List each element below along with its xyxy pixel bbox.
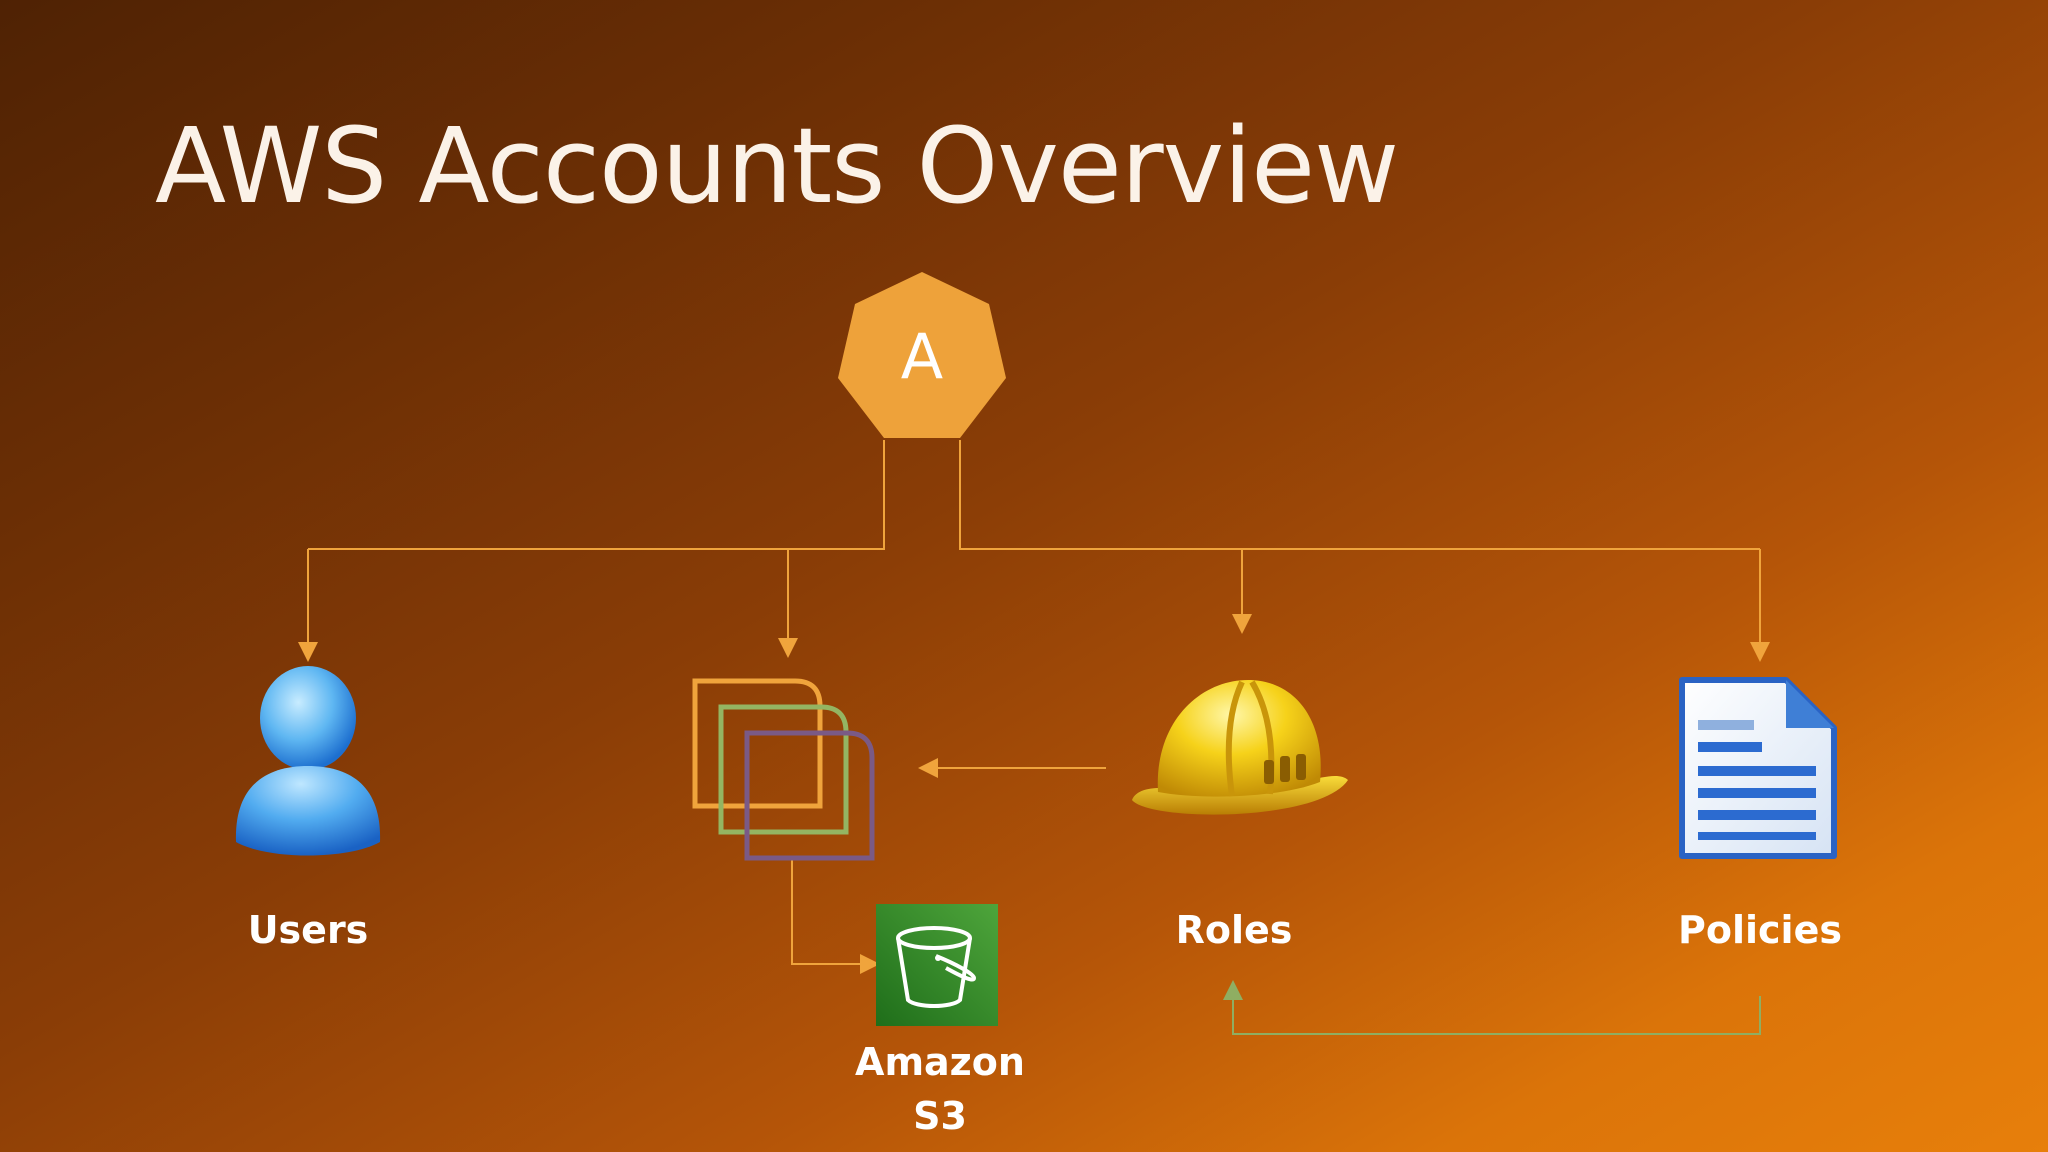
connector-account-left (308, 440, 885, 550)
users-label: Users (247, 908, 369, 952)
document-icon (1679, 677, 1837, 859)
connector-groups-to-s3 (791, 858, 880, 974)
groups-node (690, 676, 880, 862)
hard-hat-icon (1132, 680, 1348, 815)
users-node (228, 664, 388, 864)
connector-policies-to-roles (1223, 980, 1761, 1035)
heptagon-icon (838, 272, 1006, 438)
slide-title: AWS Accounts Overview (155, 105, 1399, 227)
policies-node (1676, 674, 1840, 862)
s3-label: Amazon S3 (855, 1035, 1025, 1143)
s3-label-line2: S3 (913, 1094, 967, 1138)
user-icon (235, 666, 381, 856)
groups-stack-icon (692, 678, 875, 861)
s3-label-line1: Amazon (855, 1040, 1025, 1084)
roles-node (1130, 672, 1350, 842)
policies-label: Policies (1678, 908, 1842, 952)
account-node: A (836, 270, 1008, 442)
account-letter: A (900, 319, 944, 393)
connector-account-right (959, 440, 1760, 550)
s3-node (876, 904, 998, 1026)
s3-bucket-icon (876, 904, 998, 1026)
roles-label: Roles (1175, 908, 1293, 952)
